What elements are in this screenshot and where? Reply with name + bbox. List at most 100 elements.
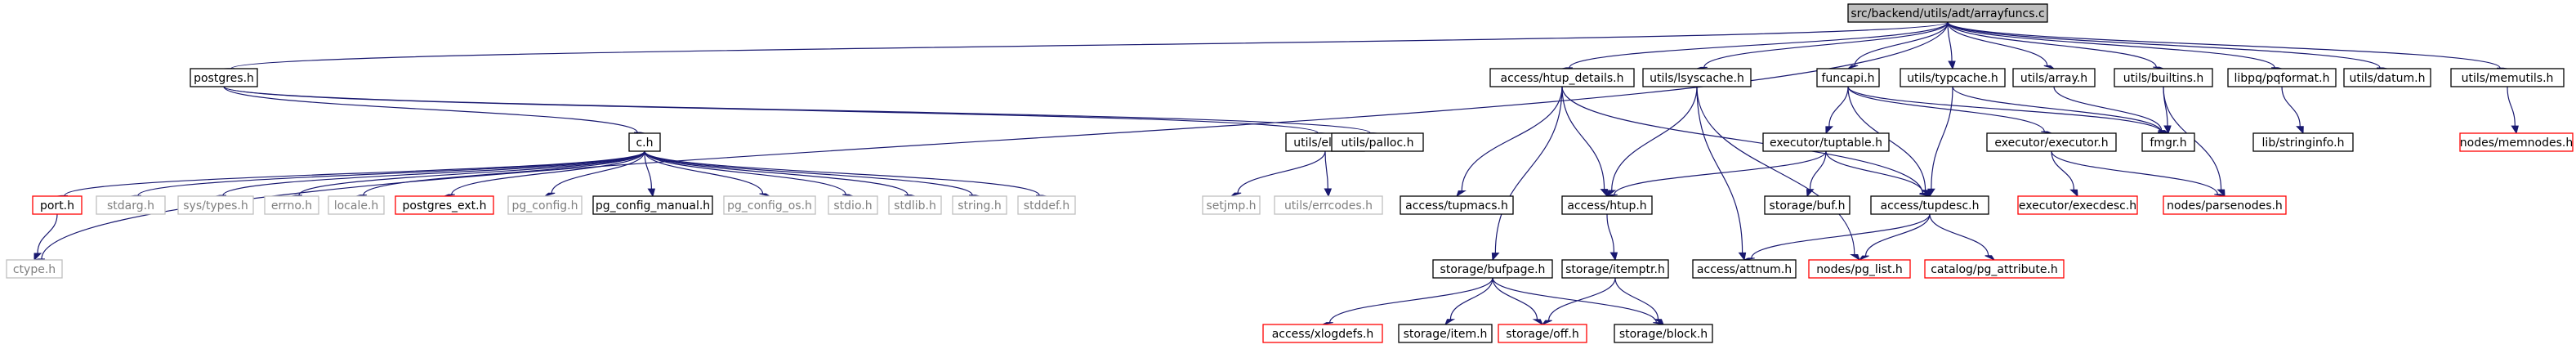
- node-box: [1614, 324, 1713, 343]
- node-box: [2343, 68, 2431, 87]
- node-box: [1274, 195, 1383, 215]
- edge-arrowhead: [2163, 125, 2172, 135]
- node-root[interactable]: src/backend/utils/adt/arrayfuncs.c: [1847, 3, 2048, 23]
- node-pg-config[interactable]: pg_config.h: [507, 195, 583, 215]
- node-pqformat[interactable]: libpq/pqformat.h: [2227, 68, 2337, 87]
- edge-line: [644, 150, 846, 195]
- node-itemptr[interactable]: storage/itemptr.h: [1561, 259, 1669, 279]
- edge-arrowhead: [1444, 319, 1456, 326]
- edge-line: [1847, 86, 2162, 132]
- node-attnum[interactable]: access/attnum.h: [1692, 259, 1797, 279]
- node-stdarg[interactable]: stdarg.h: [96, 195, 166, 215]
- edge-line: [2051, 150, 2075, 190]
- edge-arrowhead: [544, 192, 556, 197]
- node-memutils[interactable]: utils/memutils.h: [2450, 68, 2565, 87]
- edge-arrowhead: [2296, 126, 2304, 135]
- node-label: ctype.h: [13, 263, 56, 276]
- node-label: access/htup.h: [1567, 199, 1646, 213]
- node-label: stdio.h: [833, 199, 872, 213]
- edge-arrowhead: [1609, 252, 1618, 262]
- node-box: [628, 132, 661, 152]
- edge-line: [1847, 86, 2045, 132]
- node-datum[interactable]: utils/datum.h: [2343, 68, 2431, 87]
- edge-htup_details-to-tupmacs: [1456, 86, 1563, 198]
- node-syscache[interactable]: utils/lsyscache.h: [1642, 68, 1752, 87]
- node-port[interactable]: port.h: [32, 195, 83, 215]
- node-tuptable[interactable]: executor/tuptable.h: [1762, 132, 1890, 152]
- node-memnodes[interactable]: nodes/memnodes.h: [2459, 132, 2574, 152]
- node-execdesc[interactable]: executor/execdesc.h: [2017, 195, 2138, 215]
- edge-memutils-to-memnodes: [2507, 86, 2519, 135]
- node-htup[interactable]: access/htup.h: [1561, 195, 1653, 215]
- node-parsenodes[interactable]: nodes/parsenodes.h: [2163, 195, 2287, 215]
- edge-arrowhead: [1806, 189, 1815, 198]
- edge-line: [1611, 86, 1698, 191]
- node-box: [2017, 195, 2138, 215]
- edge-line: [644, 150, 764, 195]
- node-label: nodes/parsenodes.h: [2167, 199, 2283, 213]
- node-array[interactable]: utils/array.h: [2012, 68, 2096, 87]
- node-label: stdlib.h: [894, 199, 936, 213]
- edge-root-to-postgres: [223, 21, 1949, 69]
- node-stdlib[interactable]: stdlib.h: [888, 195, 942, 215]
- node-setjmp[interactable]: setjmp.h: [1202, 195, 1261, 215]
- node-box: [177, 195, 254, 215]
- node-tupdesc[interactable]: access/tupdesc.h: [1870, 195, 1989, 215]
- edge-line: [1854, 21, 1949, 66]
- node-label: fmgr.h: [2150, 136, 2186, 150]
- node-stringinfo[interactable]: lib/stringinfo.h: [2252, 132, 2354, 152]
- node-pg-attribute[interactable]: catalog/pg_attribute.h: [1924, 259, 2065, 279]
- node-label: utils/typcache.h: [1907, 72, 1998, 85]
- node-htup-details[interactable]: access/htup_details.h: [1489, 68, 1635, 87]
- node-pg-list[interactable]: nodes/pg_list.h: [1808, 259, 1911, 279]
- node-locale[interactable]: locale.h: [328, 195, 385, 215]
- node-bufpage[interactable]: storage/bufpage.h: [1432, 259, 1553, 279]
- node-stdio[interactable]: stdio.h: [828, 195, 878, 215]
- node-block[interactable]: storage/block.h: [1614, 324, 1713, 343]
- edge-arrowhead: [647, 188, 656, 198]
- node-label: lib/stringinfo.h: [2262, 136, 2345, 150]
- node-label: executor/executor.h: [1994, 136, 2108, 150]
- node-palloc[interactable]: utils/palloc.h: [1331, 132, 1424, 152]
- edge-typcache-to-fmgr: [1952, 86, 2169, 134]
- node-bufh[interactable]: storage/buf.h: [1764, 195, 1851, 215]
- edge-line: [1952, 86, 2162, 132]
- node-off[interactable]: storage/off.h: [1498, 324, 1587, 343]
- node-funcapi[interactable]: funcapi.h: [1816, 68, 1880, 87]
- nodes-layer: src/backend/utils/adt/arrayfuncs.c postgr…: [6, 3, 2574, 343]
- node-box: [1870, 195, 1989, 215]
- node-xlogdefs[interactable]: access/xlogdefs.h: [1262, 324, 1383, 343]
- node-pg-config-os[interactable]: pg_config_os.h: [723, 195, 816, 215]
- node-fmgr[interactable]: fmgr.h: [2141, 132, 2195, 152]
- edge-arrowhead: [2041, 131, 2052, 134]
- node-box: [1432, 259, 1553, 279]
- node-label: executor/execdesc.h: [2019, 199, 2136, 213]
- node-pg-config-manual[interactable]: pg_config_manual.h: [592, 195, 713, 215]
- edge-arrowhead: [1850, 253, 1860, 262]
- node-stddef[interactable]: stddef.h: [1017, 195, 1076, 215]
- edge-elog-to-errcodes: [1324, 150, 1333, 198]
- node-tupmacs[interactable]: access/tupmacs.h: [1400, 195, 1514, 215]
- edge-line: [451, 150, 645, 195]
- node-label: access/tupmacs.h: [1405, 199, 1508, 213]
- edge-arrowhead: [1606, 190, 1617, 198]
- node-postgres[interactable]: postgres.h: [190, 68, 258, 87]
- node-string[interactable]: string.h: [952, 195, 1007, 215]
- node-typcache[interactable]: utils/typcache.h: [1900, 68, 2006, 87]
- node-c[interactable]: c.h: [628, 132, 661, 152]
- node-box: [1561, 259, 1669, 279]
- node-box: [1642, 68, 1752, 87]
- node-executor[interactable]: executor/executor.h: [1986, 132, 2117, 152]
- node-box: [2450, 68, 2565, 87]
- edge-line: [644, 150, 909, 195]
- node-ctype[interactable]: ctype.h: [6, 259, 63, 279]
- node-builtins[interactable]: utils/builtins.h: [2114, 68, 2213, 87]
- edge-line: [1696, 86, 1743, 253]
- node-postgres-ext[interactable]: postgres_ext.h: [395, 195, 494, 215]
- node-label: storage/off.h: [1506, 328, 1578, 341]
- node-systypes[interactable]: sys/types.h: [177, 195, 254, 215]
- node-errcodes[interactable]: utils/errcodes.h: [1274, 195, 1383, 215]
- node-item[interactable]: storage/item.h: [1398, 324, 1493, 343]
- node-errno[interactable]: errno.h: [264, 195, 319, 215]
- edge-arrowhead: [1653, 319, 1665, 326]
